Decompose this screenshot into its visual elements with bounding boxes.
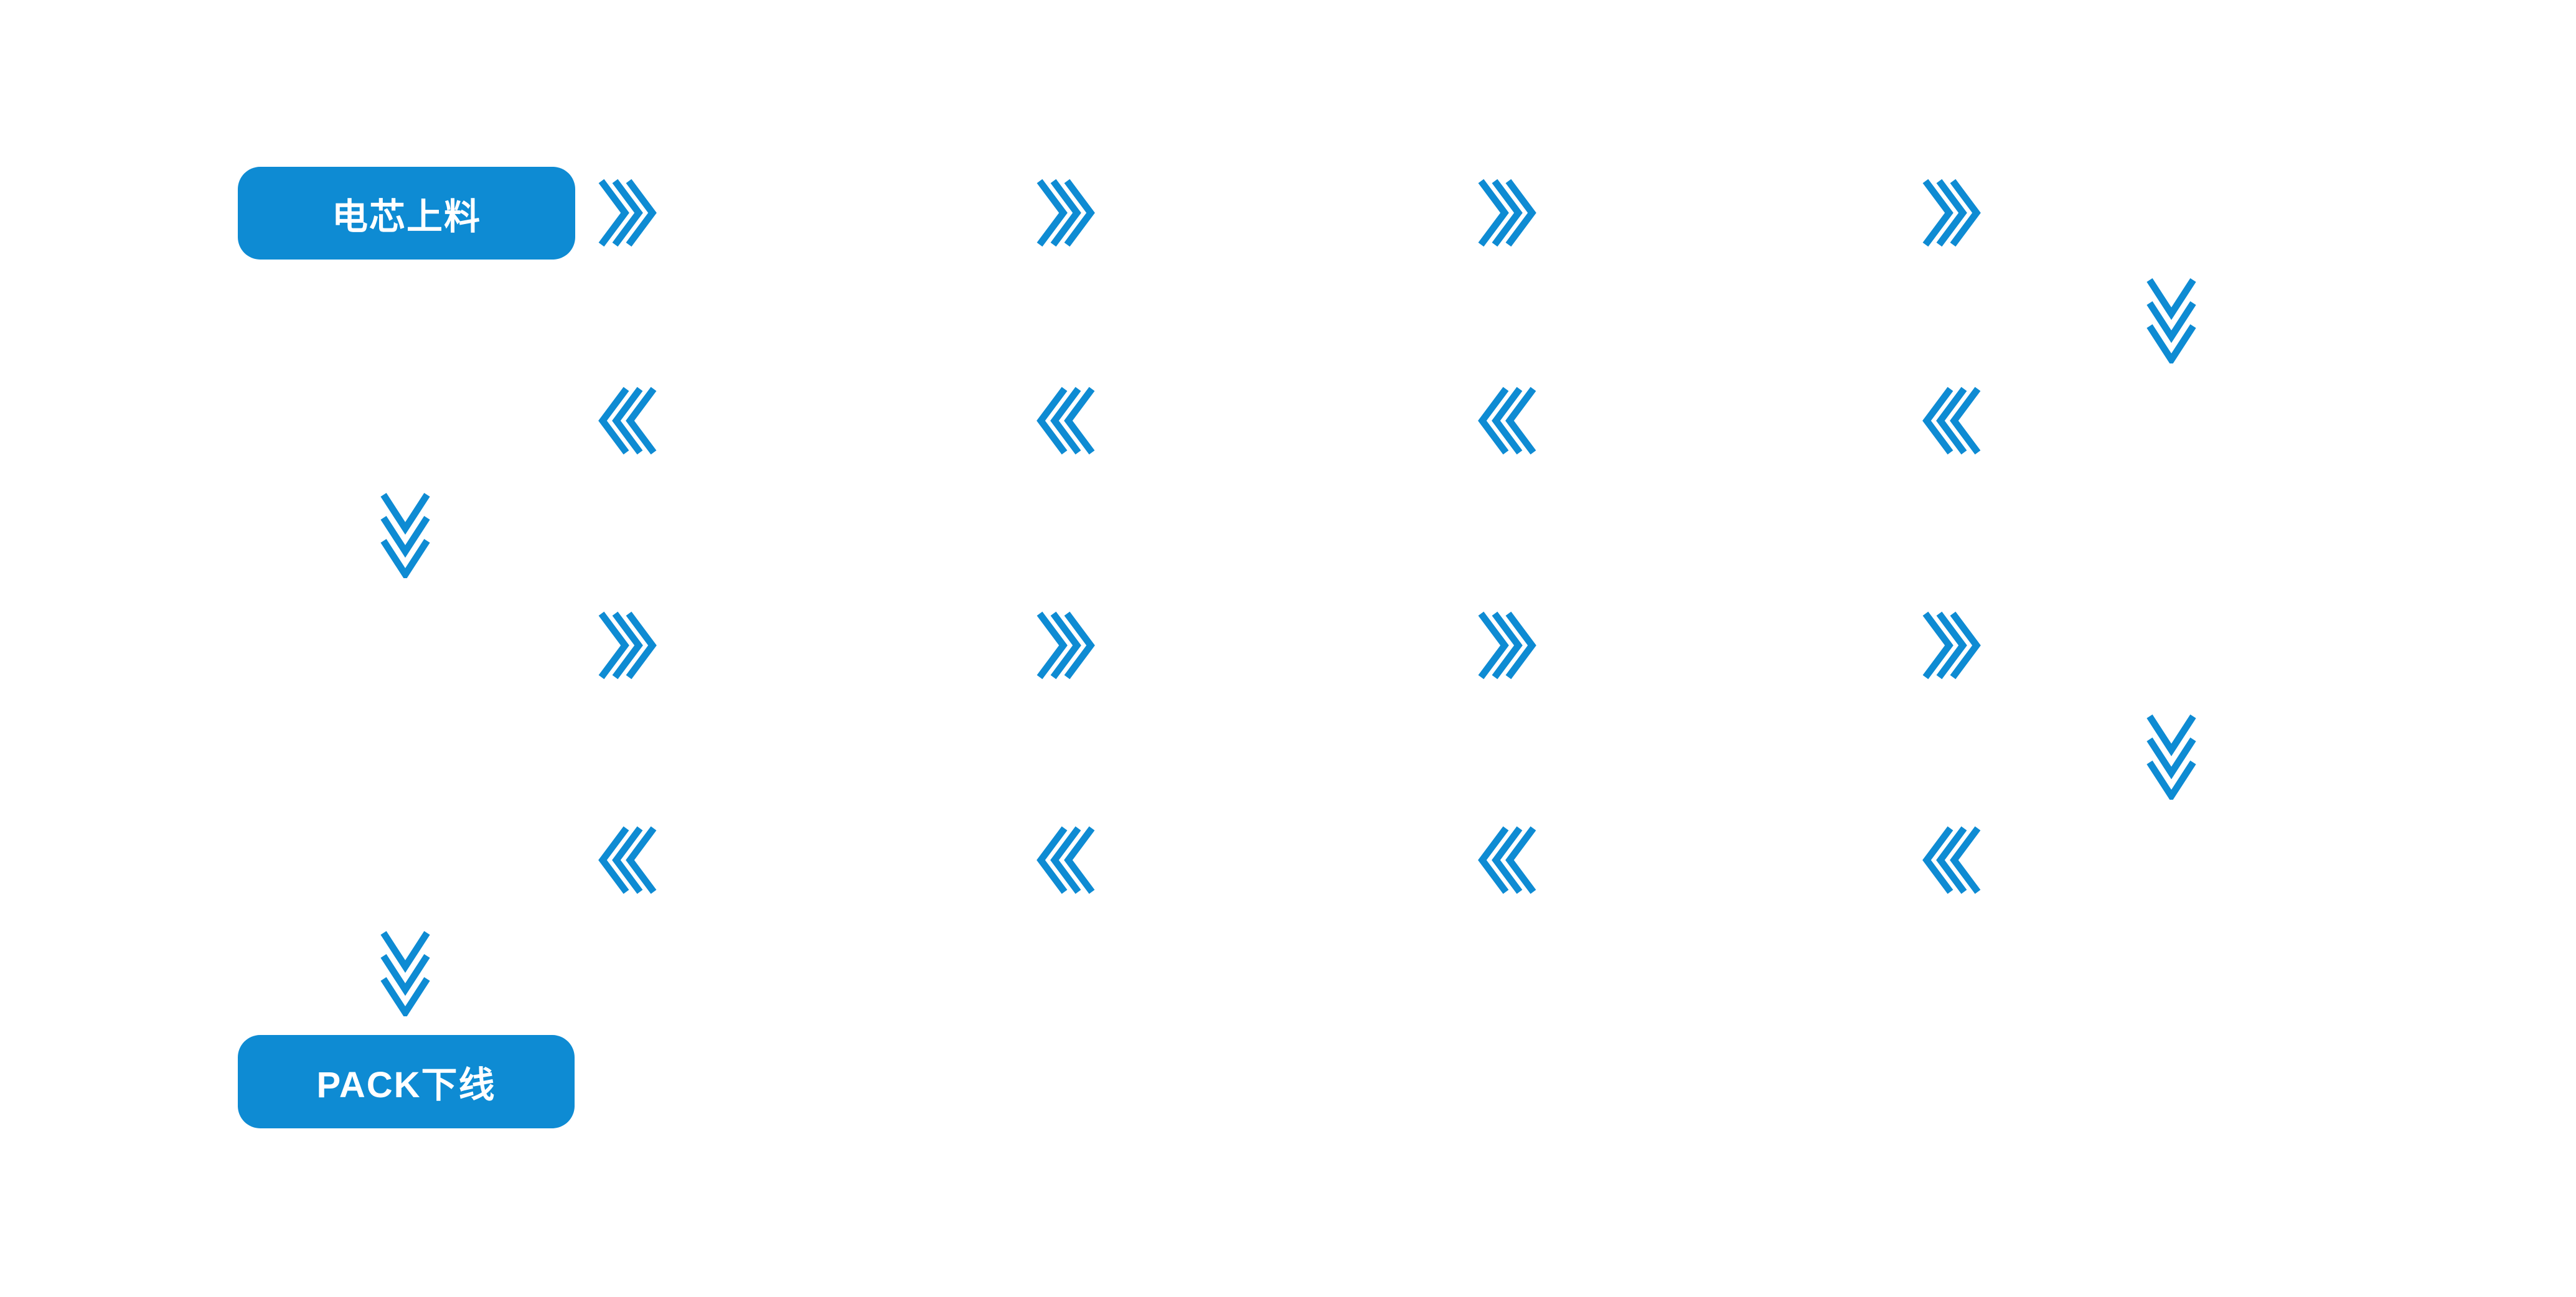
flow-chevron-left-icon <box>598 825 657 895</box>
flow-chevron-left-icon <box>1922 825 1981 895</box>
flow-chevron-left-icon <box>598 386 657 456</box>
node-pack-offline-label: PACK下线 <box>316 1065 496 1105</box>
flow-chevron-left-icon <box>1037 825 1095 895</box>
flow-chevron-right-icon <box>1478 611 1536 680</box>
flow-chevron-right-icon <box>1922 611 1981 680</box>
flow-chevron-right-icon <box>598 611 657 680</box>
flow-chevron-left-icon <box>1922 386 1981 456</box>
flow-chevron-down-icon <box>380 491 430 578</box>
flow-chevron-right-icon <box>1037 611 1095 680</box>
flow-chevron-down-icon <box>2146 276 2196 363</box>
flow-chevron-right-icon <box>1922 178 1981 248</box>
flow-chevron-right-icon <box>598 178 657 248</box>
flow-chevron-right-icon <box>1478 178 1536 248</box>
flow-chevron-down-icon <box>380 929 430 1016</box>
flow-chevron-left-icon <box>1037 386 1095 456</box>
flow-chevron-left-icon <box>1478 386 1536 456</box>
flow-chevron-left-icon <box>1478 825 1536 895</box>
node-pack-offline: PACK下线 <box>238 1035 575 1128</box>
node-cell-loading-label: 电芯上料 <box>331 196 481 237</box>
flow-chevron-down-icon <box>2146 713 2196 800</box>
flow-chevron-right-icon <box>1037 178 1095 248</box>
node-cell-loading: 电芯上料 <box>238 167 575 260</box>
